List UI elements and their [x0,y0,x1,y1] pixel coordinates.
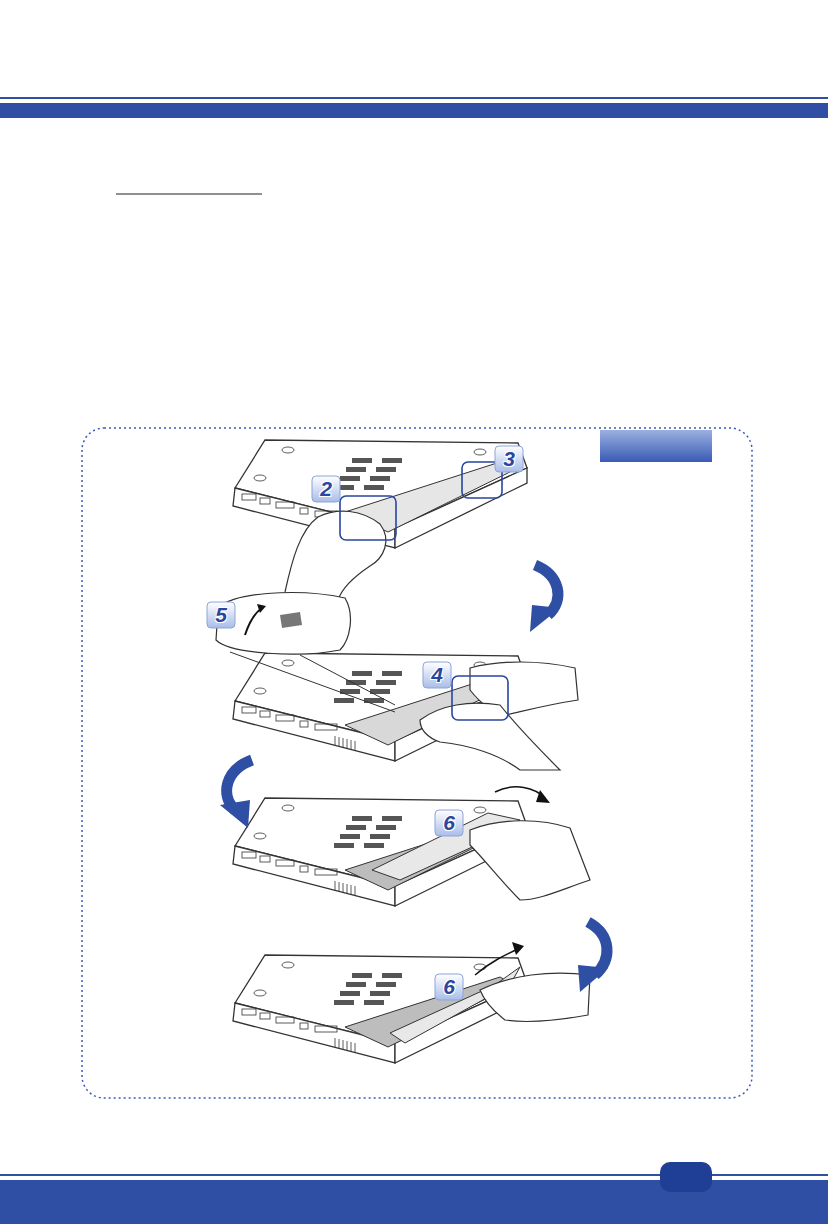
heading-underline [116,193,262,194]
header-band [0,103,828,118]
callout-number: 4 [423,662,451,688]
header-rule [0,97,828,99]
callout-badge [435,974,463,1000]
highlight-box [340,496,396,540]
hand [420,703,560,770]
callout-number: 2 [312,476,340,502]
detail-inset [216,593,350,654]
laptop-underside [233,955,527,1063]
dotted-frame [82,428,752,1098]
callout-badge [423,662,451,688]
highlight-box [452,676,508,720]
callout-badge [435,810,463,836]
hand [285,511,386,600]
hand [470,821,590,900]
callout-number: 6 [435,974,463,1000]
callout-badge [495,446,523,472]
callout-number: 3 [495,446,523,472]
hand [480,973,590,1022]
callout-badge [207,602,235,628]
section-tab [600,430,712,462]
callout-number: 6 [435,810,463,836]
callout-number: 5 [207,602,235,628]
page-number-tab [660,1162,712,1192]
callout-badge [312,476,340,502]
